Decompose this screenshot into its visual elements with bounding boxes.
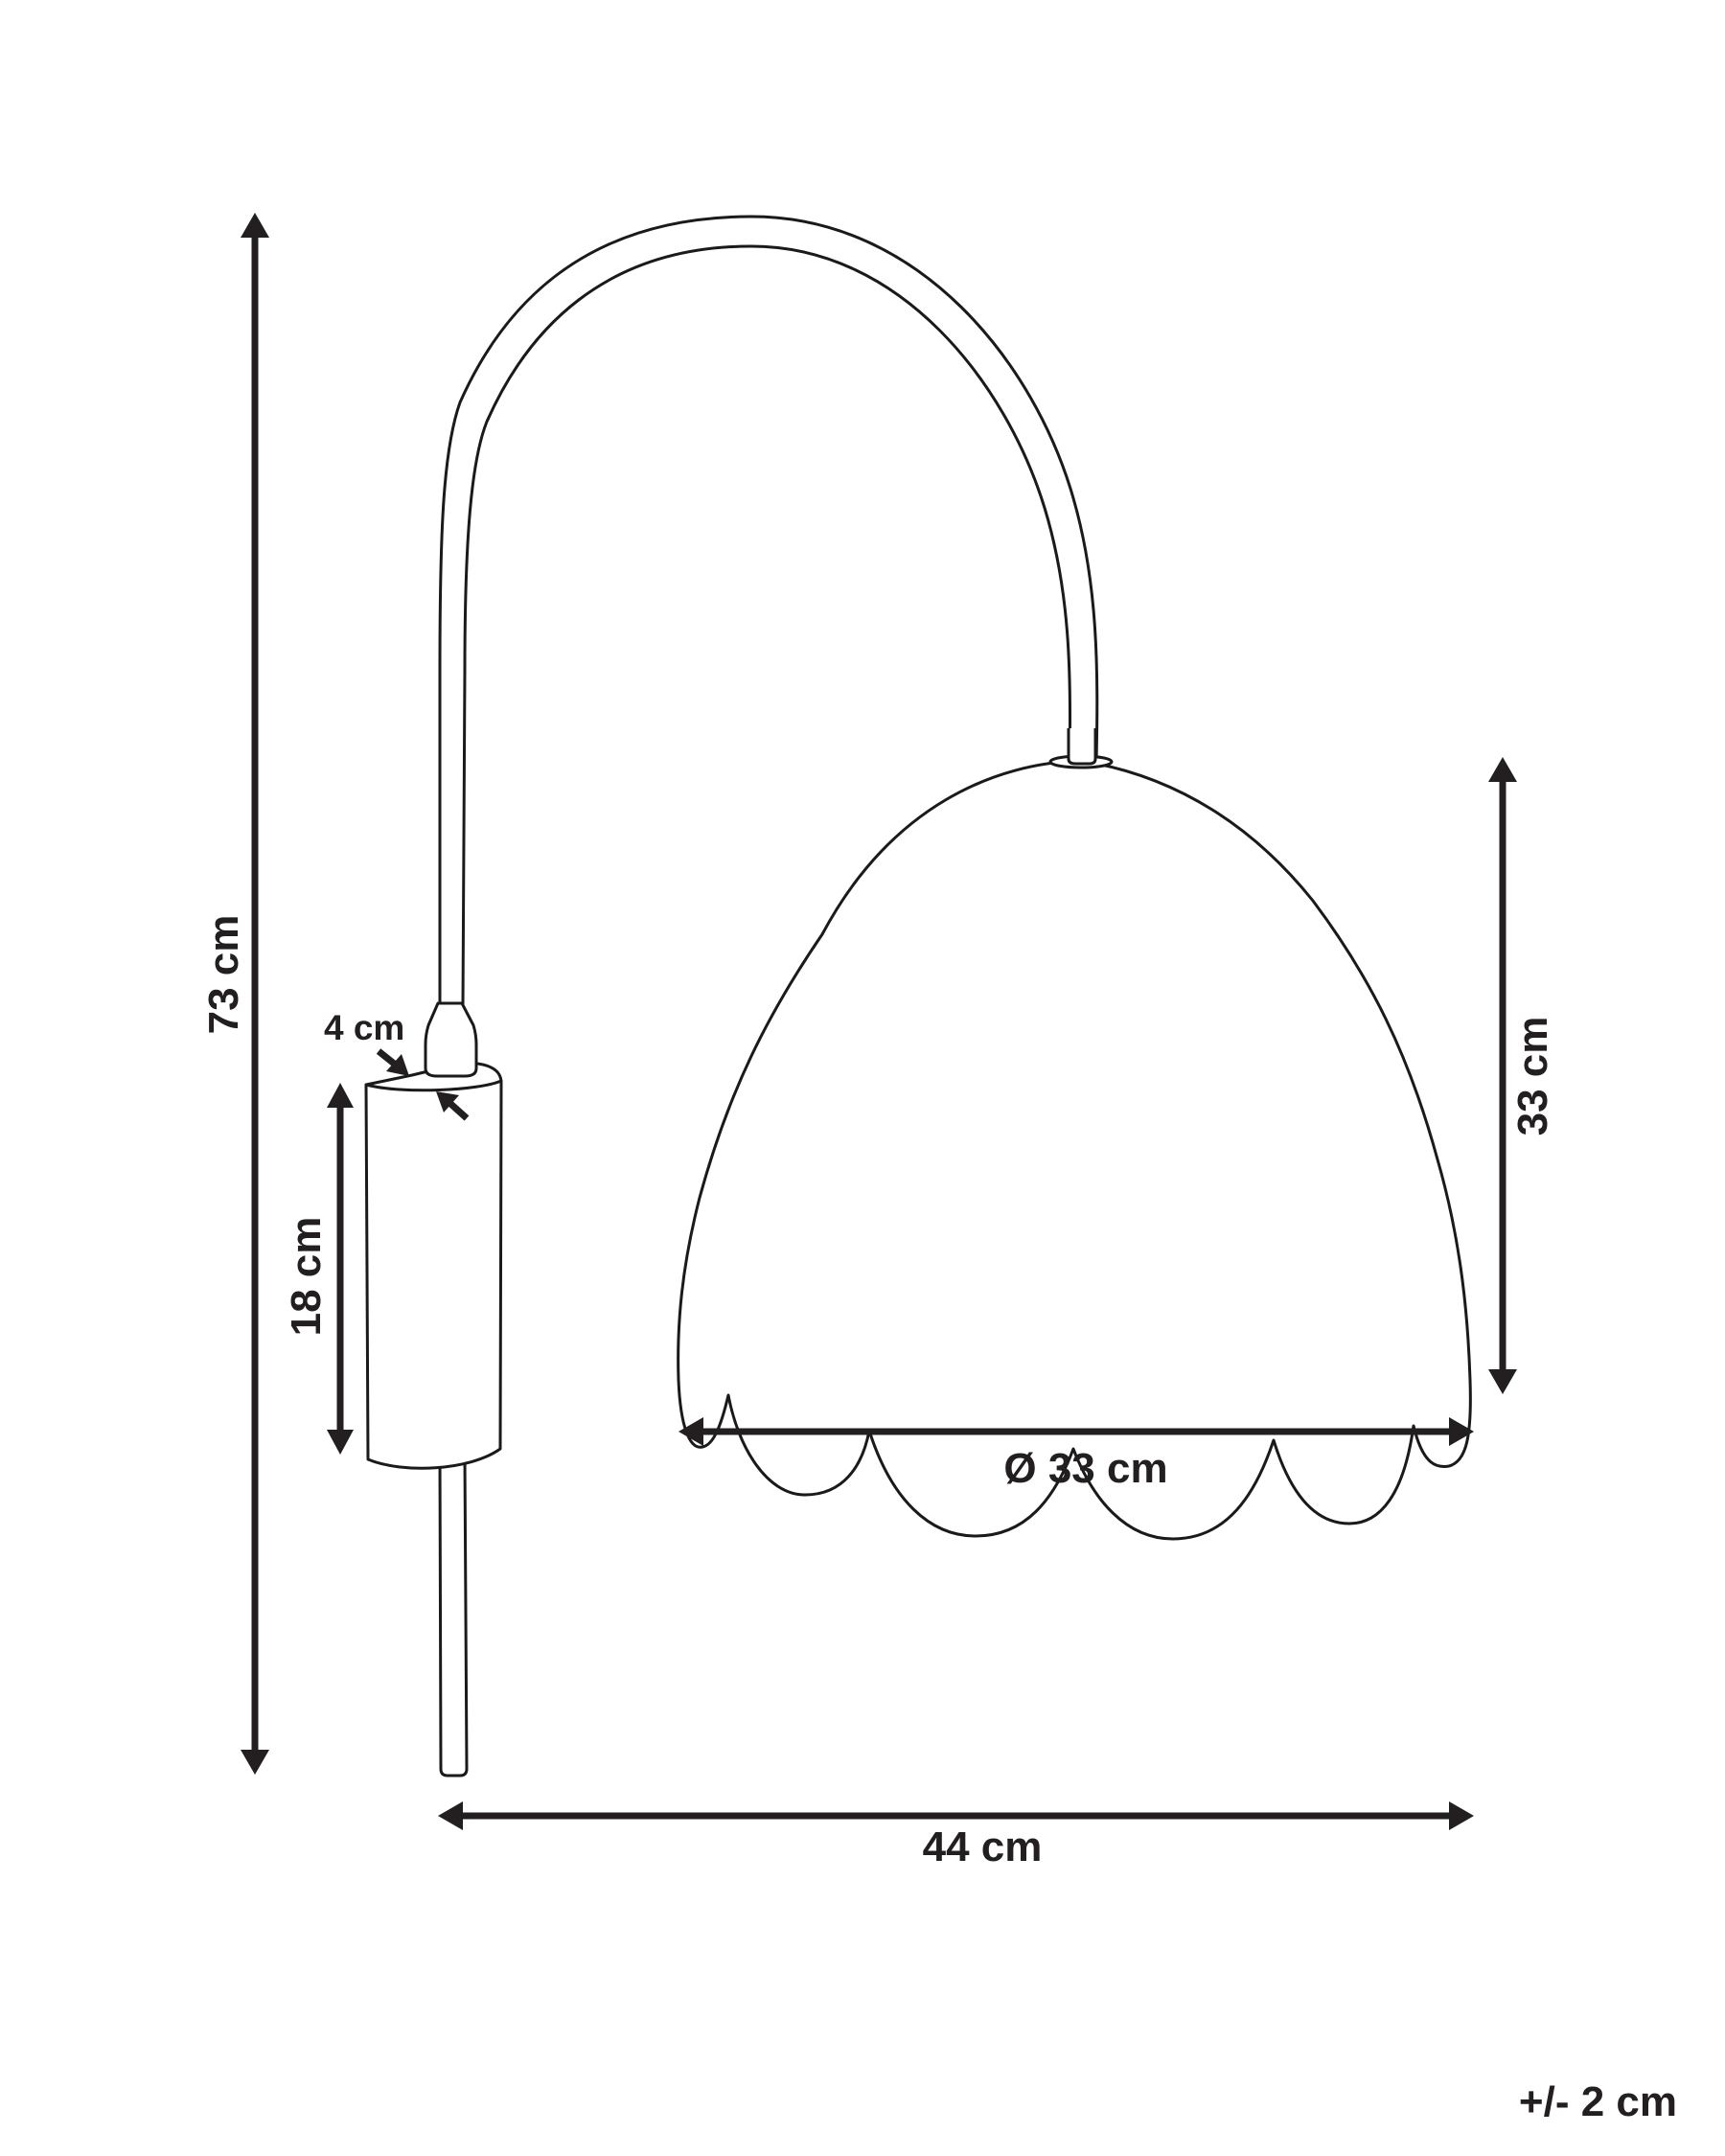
base-height-label: 18 cm bbox=[283, 1217, 330, 1337]
arm-collar bbox=[424, 1001, 478, 1078]
base-depth-label: 4 cm bbox=[324, 1008, 404, 1047]
shade-height-label: 33 cm bbox=[1509, 1017, 1556, 1136]
lamp-arm-outer bbox=[438, 215, 1099, 1008]
dimension-total-height: 73 cm bbox=[200, 213, 269, 1775]
dimension-base-height: 18 cm bbox=[283, 1083, 354, 1455]
dimension-total-width: 44 cm bbox=[438, 1801, 1474, 1870]
lamp-shade bbox=[677, 759, 1472, 1541]
total-height-label: 73 cm bbox=[200, 915, 247, 1035]
wall-canopy bbox=[364, 1062, 503, 1470]
shade-stem bbox=[1067, 728, 1097, 766]
dimension-shade-diameter: Ø 33 cm bbox=[678, 1417, 1474, 1492]
dimension-base-depth: 4 cm bbox=[324, 1008, 470, 1121]
tolerance-note: +/- 2 cm bbox=[1519, 2078, 1677, 2125]
shade-diameter-label: Ø 33 cm bbox=[1003, 1445, 1167, 1492]
lamp-arm-inner bbox=[461, 244, 1072, 1008]
total-width-label: 44 cm bbox=[923, 1823, 1043, 1870]
power-cord bbox=[438, 1456, 469, 1778]
lamp-drawing bbox=[364, 215, 1472, 1778]
dimension-shade-height: 33 cm bbox=[1488, 757, 1556, 1394]
canopy-top-ellipse bbox=[364, 1079, 503, 1092]
